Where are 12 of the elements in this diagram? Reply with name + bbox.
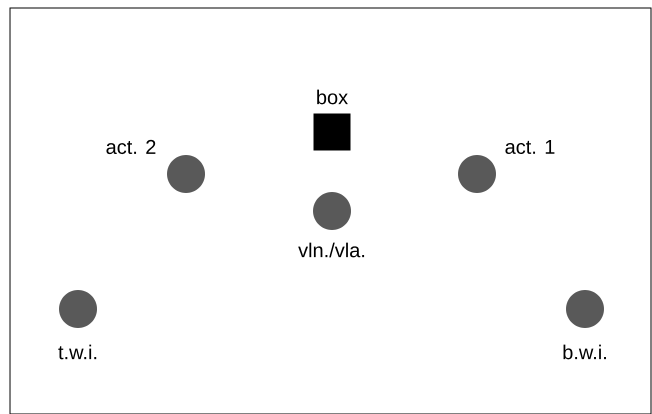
node-label: t.w.i. — [58, 344, 96, 360]
circle-marker — [167, 155, 205, 193]
circle-marker — [458, 155, 496, 193]
circle-marker — [313, 192, 351, 230]
node-label: vln./vla. — [298, 242, 364, 258]
node-label: box — [317, 90, 348, 104]
circle-marker — [59, 290, 97, 328]
circle-marker — [566, 290, 604, 328]
node-label: b.w.i. — [564, 344, 606, 360]
node-label: act. 1 — [505, 140, 554, 154]
square-marker — [314, 114, 350, 150]
node-label: act. 2 — [106, 140, 156, 154]
